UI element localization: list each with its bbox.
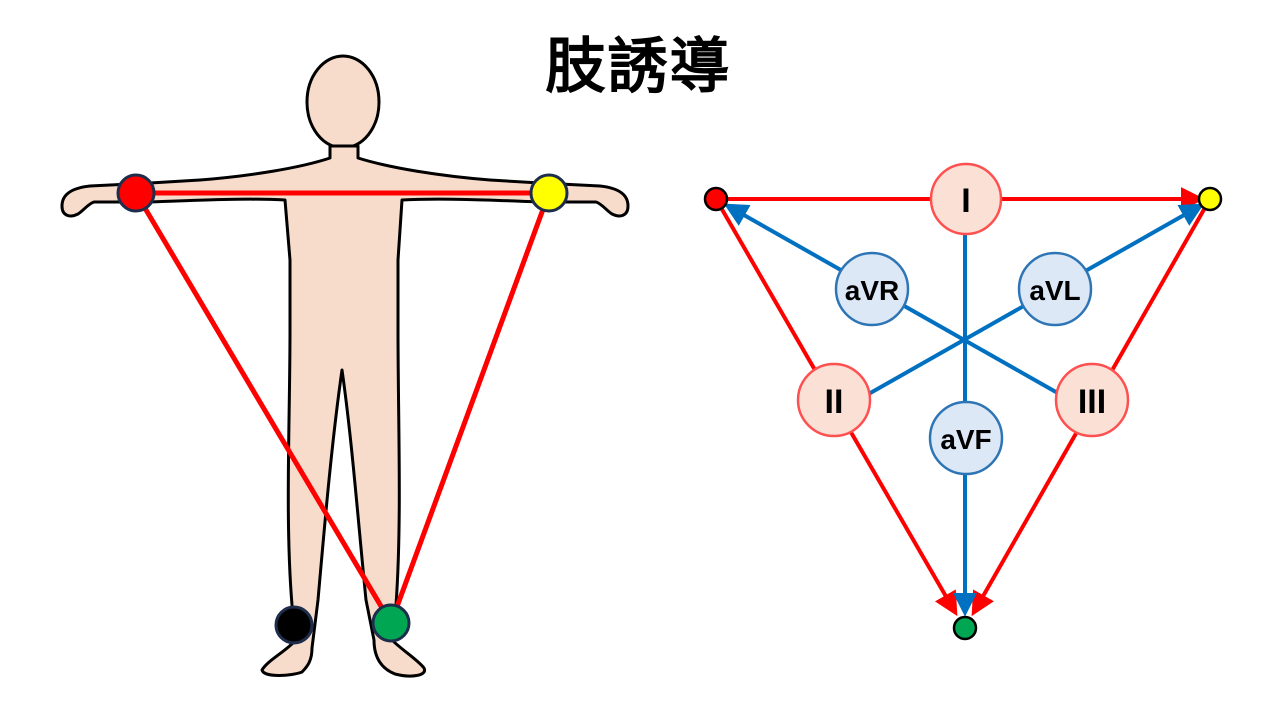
electrode-left-leg-green	[371, 603, 411, 643]
node-left-leg-green	[952, 615, 978, 641]
lead-triangle-diagram: I II III aVR aVL aVF	[703, 162, 1223, 641]
lead-aVL-badge: aVL	[1017, 251, 1093, 327]
figure-head	[305, 54, 381, 150]
lead-III-badge: III	[1054, 362, 1130, 438]
lead-aVF-label: aVF	[940, 424, 991, 455]
human-body-figure	[60, 54, 630, 678]
lead-aVF-badge: aVF	[928, 400, 1004, 476]
lead-aVR-label: aVR	[845, 275, 899, 306]
lead-I-badge: I	[929, 162, 1003, 236]
lead-II-badge: II	[796, 362, 872, 438]
lead-aVL-label: aVL	[1029, 275, 1080, 306]
node-left-arm-yellow	[1197, 186, 1223, 212]
page-title: 肢誘導	[545, 32, 732, 102]
electrode-right-leg-black	[274, 605, 314, 645]
electrode-left-arm-yellow	[529, 173, 569, 213]
lead-aVR-badge: aVR	[834, 251, 910, 327]
body-lead-line-la-ll	[388, 192, 552, 624]
electrode-right-arm-red	[116, 173, 156, 213]
figure-body	[60, 144, 630, 678]
node-right-arm-red	[703, 186, 729, 212]
lead-III-label: III	[1078, 383, 1106, 421]
body-lead-line-ra-ll	[133, 191, 394, 625]
lead-I-label: I	[961, 182, 970, 220]
lead-II-label: II	[825, 383, 844, 421]
